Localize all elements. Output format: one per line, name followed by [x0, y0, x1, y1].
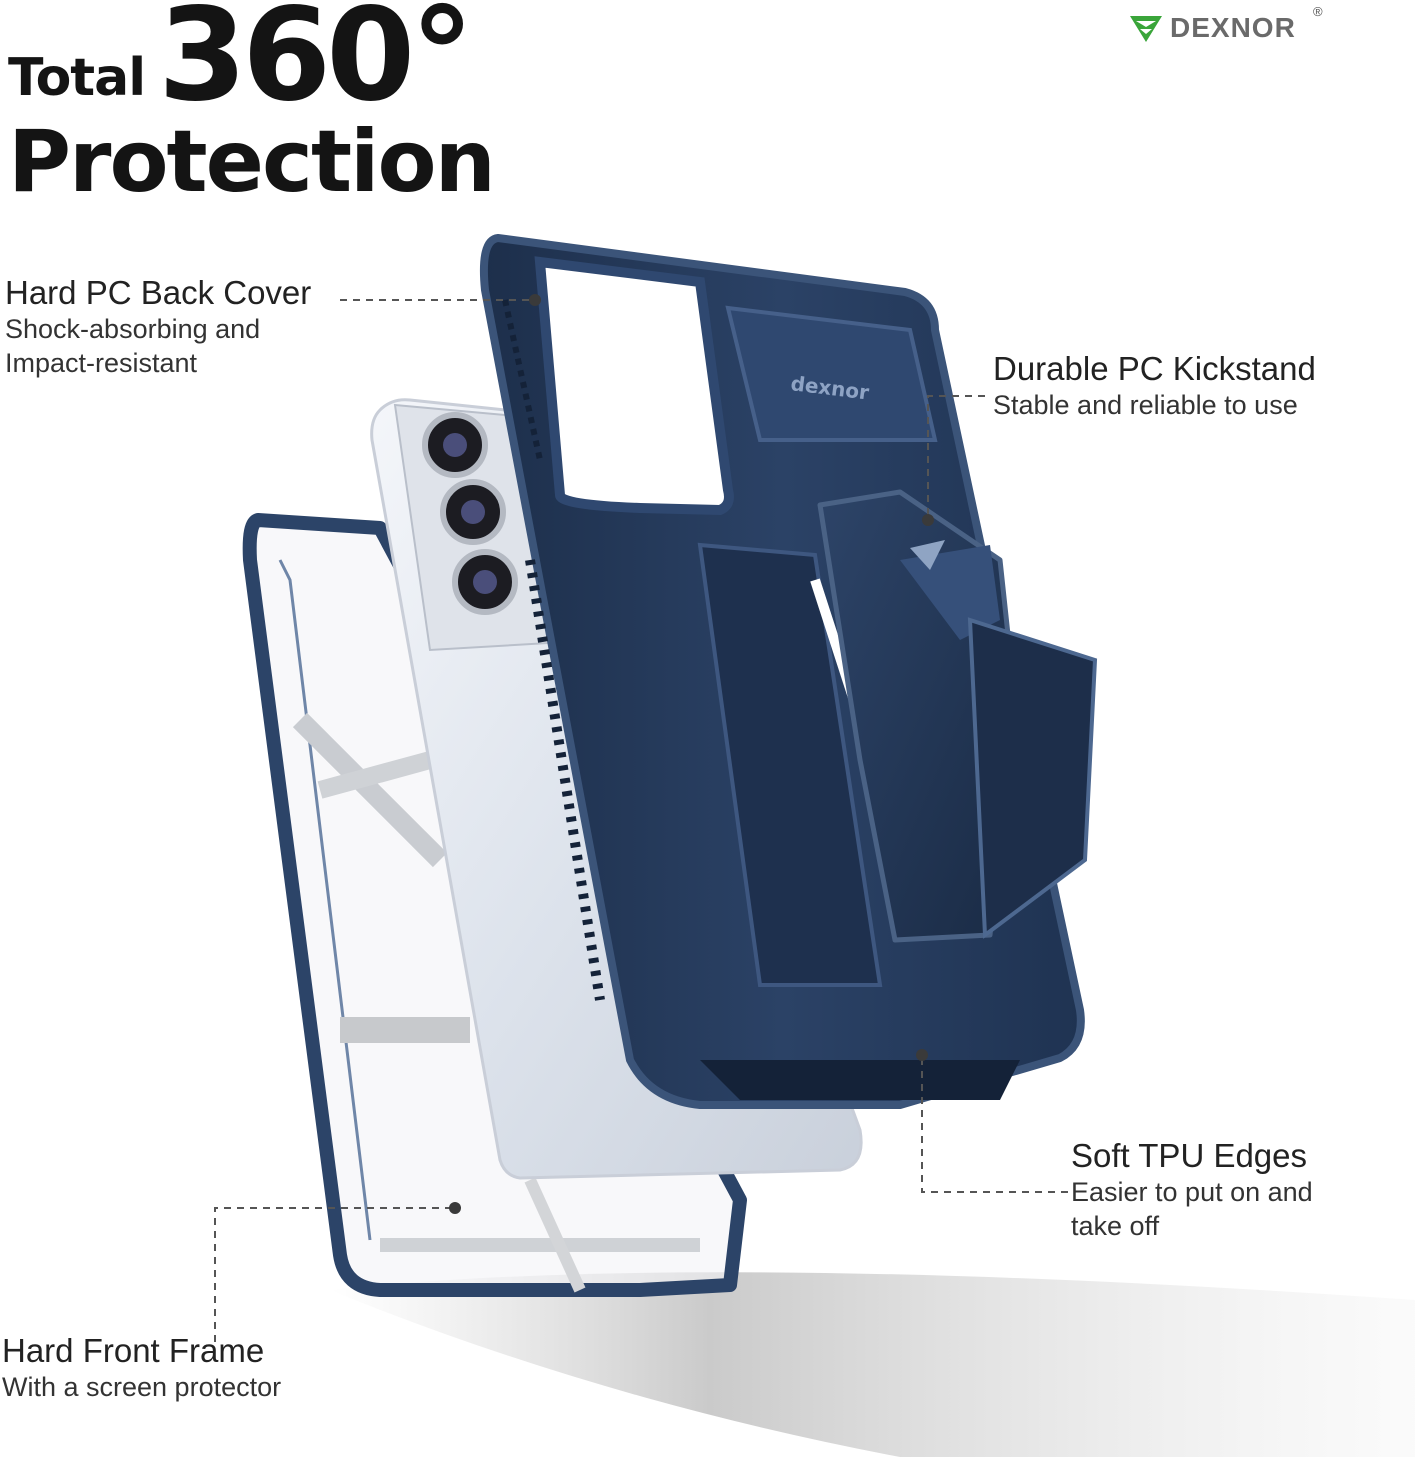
- leader-kickstand: [927, 395, 985, 520]
- leader-dots: [449, 294, 934, 1214]
- callout-kickstand-title: Durable PC Kickstand: [993, 350, 1316, 387]
- floor-shadow: [330, 1272, 1415, 1457]
- callout-tpu-edges-title: Soft TPU Edges: [1071, 1137, 1308, 1174]
- callout-back-cover-line-2: Impact-resistant: [5, 348, 198, 378]
- callout-back-cover: Hard PC Back Cover Shock-absorbing and I…: [5, 274, 311, 380]
- callout-back-cover-title: Hard PC Back Cover: [5, 274, 312, 311]
- callout-tpu-edges-line-1: Easier to put on and: [1071, 1177, 1313, 1207]
- callout-kickstand-line-1: Stable and reliable to use: [993, 390, 1298, 420]
- callout-front-frame-title: Hard Front Frame: [2, 1332, 265, 1369]
- dot-front-frame: [449, 1202, 461, 1214]
- brand-registered: ®: [1313, 4, 1323, 19]
- brand-name: DEXNOR: [1170, 12, 1296, 43]
- dot-tpu: [916, 1049, 928, 1061]
- headline-360: 360°: [158, 0, 474, 130]
- dot-back-cover: [529, 294, 541, 306]
- dot-kickstand: [922, 514, 934, 526]
- headline-protection: Protection: [8, 112, 496, 212]
- callout-tpu-edges-line-2: take off: [1071, 1211, 1160, 1241]
- headline-total: Total: [8, 48, 146, 108]
- callout-back-cover-line-1: Shock-absorbing and: [5, 314, 261, 344]
- callout-front-frame: Hard Front Frame With a screen protector: [2, 1332, 281, 1404]
- leader-lines: [214, 299, 1068, 1342]
- leader-tpu: [921, 1055, 1068, 1193]
- callout-kickstand: Durable PC Kickstand Stable and reliable…: [993, 350, 1316, 422]
- dexnor-leaf-icon: [1130, 16, 1162, 42]
- kickstand-graphic: [817, 489, 1098, 943]
- leader-front-frame: [214, 1207, 455, 1342]
- callout-front-frame-line-1: With a screen protector: [2, 1372, 282, 1402]
- callout-tpu-edges: Soft TPU Edges Easier to put on and take…: [1071, 1137, 1313, 1243]
